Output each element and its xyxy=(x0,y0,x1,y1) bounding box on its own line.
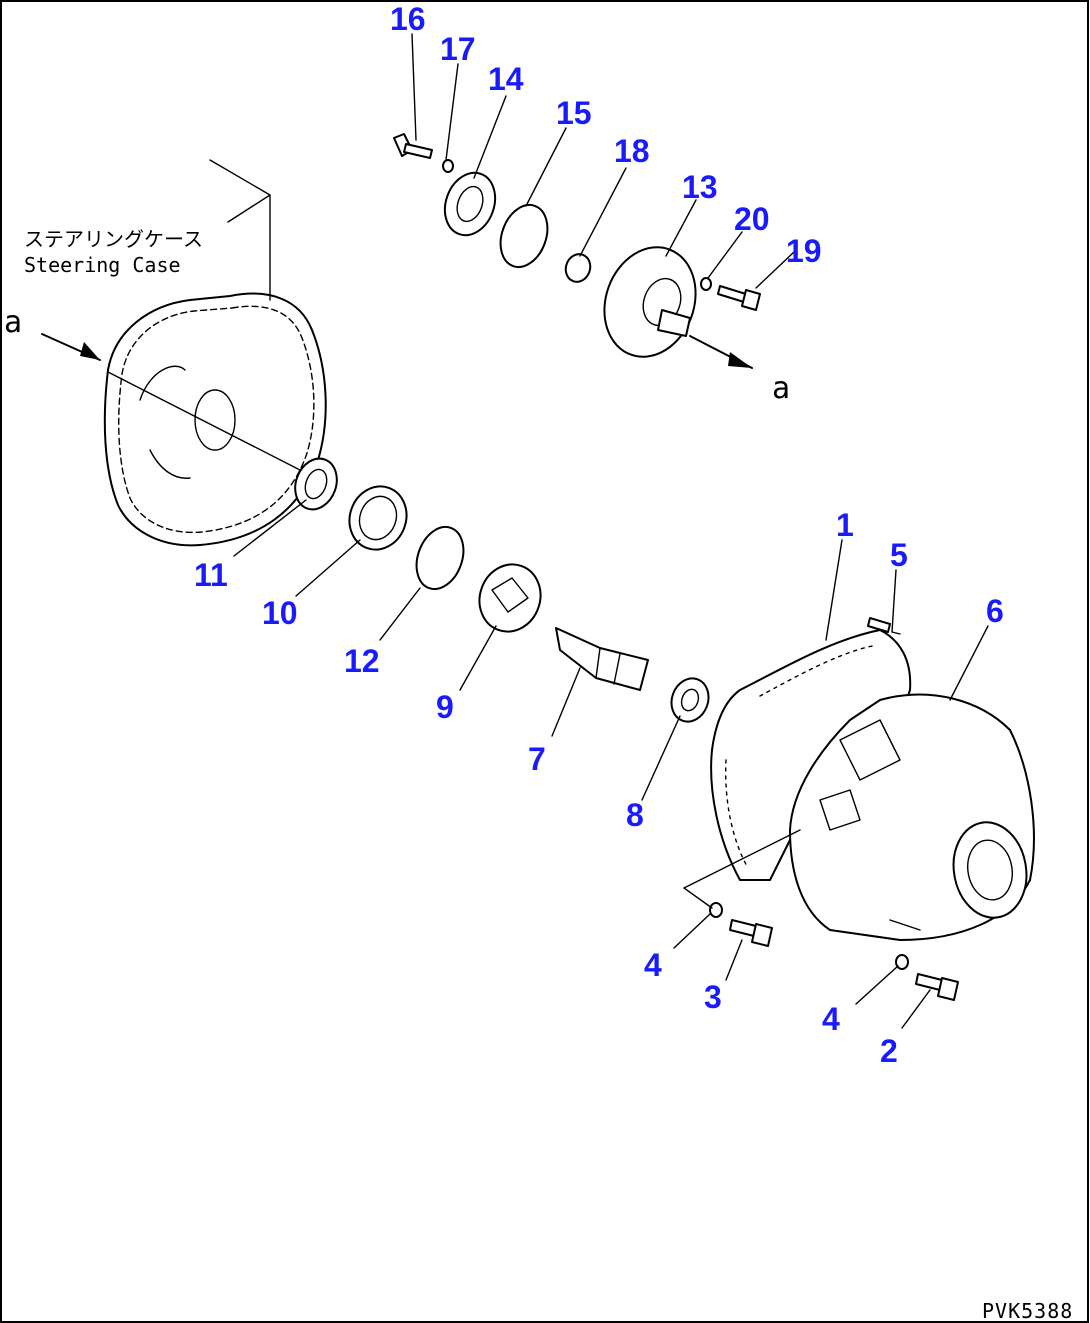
callout-14: 14 xyxy=(488,61,524,97)
part-6-housing xyxy=(789,693,1035,941)
callout-19: 19 xyxy=(786,233,822,269)
callout-17: 17 xyxy=(440,31,476,67)
callout-11: 11 xyxy=(194,557,228,593)
callout-4a: 4 xyxy=(644,947,662,983)
callout-16: 16 xyxy=(390,1,426,37)
callout-3: 3 xyxy=(704,979,722,1015)
part-11-bearing xyxy=(294,457,338,511)
callout-9: 9 xyxy=(436,689,454,725)
callout-1: 1 xyxy=(836,507,854,543)
part-20-washer xyxy=(700,277,712,291)
callout-10: 10 xyxy=(262,595,298,631)
callout-numbers: 16 17 14 15 18 13 20 19 11 10 12 9 7 8 1… xyxy=(194,1,1004,1069)
drawing-code: PVK5388 xyxy=(982,1299,1073,1323)
callout-6: 6 xyxy=(986,593,1004,629)
callout-2: 2 xyxy=(880,1033,898,1069)
note-leader xyxy=(209,159,271,301)
callout-7: 7 xyxy=(528,741,546,777)
callout-18: 18 xyxy=(614,133,650,169)
part-4-washer-b xyxy=(895,954,909,970)
view-marker-in: a xyxy=(4,305,22,340)
callout-4b: 4 xyxy=(822,1001,840,1037)
part-4-washer-a xyxy=(709,902,723,918)
part-15-shim xyxy=(499,204,549,268)
part-18-nut xyxy=(564,253,592,283)
callout-5: 5 xyxy=(890,537,908,573)
part-16-bolt xyxy=(393,133,433,159)
part-19-bolt xyxy=(717,285,761,311)
part-14-retainer xyxy=(443,171,497,237)
part-12-o-ring xyxy=(415,526,465,590)
part-17-washer xyxy=(442,159,454,173)
callout-13: 13 xyxy=(682,169,718,205)
part-3-bolt xyxy=(729,919,773,947)
steering-case xyxy=(103,292,327,547)
part-9-gear xyxy=(478,563,542,633)
callout-20: 20 xyxy=(734,201,770,237)
part-2-bolt xyxy=(915,973,959,1001)
note-jp: ステアリングケース xyxy=(24,227,203,251)
view-marker-out: a xyxy=(772,371,790,406)
callout-8: 8 xyxy=(626,797,644,833)
callout-15: 15 xyxy=(556,95,592,131)
note-en: Steering Case xyxy=(24,253,181,277)
part-13-cover xyxy=(603,246,697,358)
axis-line xyxy=(107,371,301,471)
leader-lines xyxy=(233,33,989,1029)
part-8-bearing xyxy=(670,677,710,723)
callout-12: 12 xyxy=(344,643,380,679)
part-10-bearing xyxy=(348,485,408,551)
part-5-plate xyxy=(867,617,891,633)
part-7-shaft xyxy=(555,627,649,691)
